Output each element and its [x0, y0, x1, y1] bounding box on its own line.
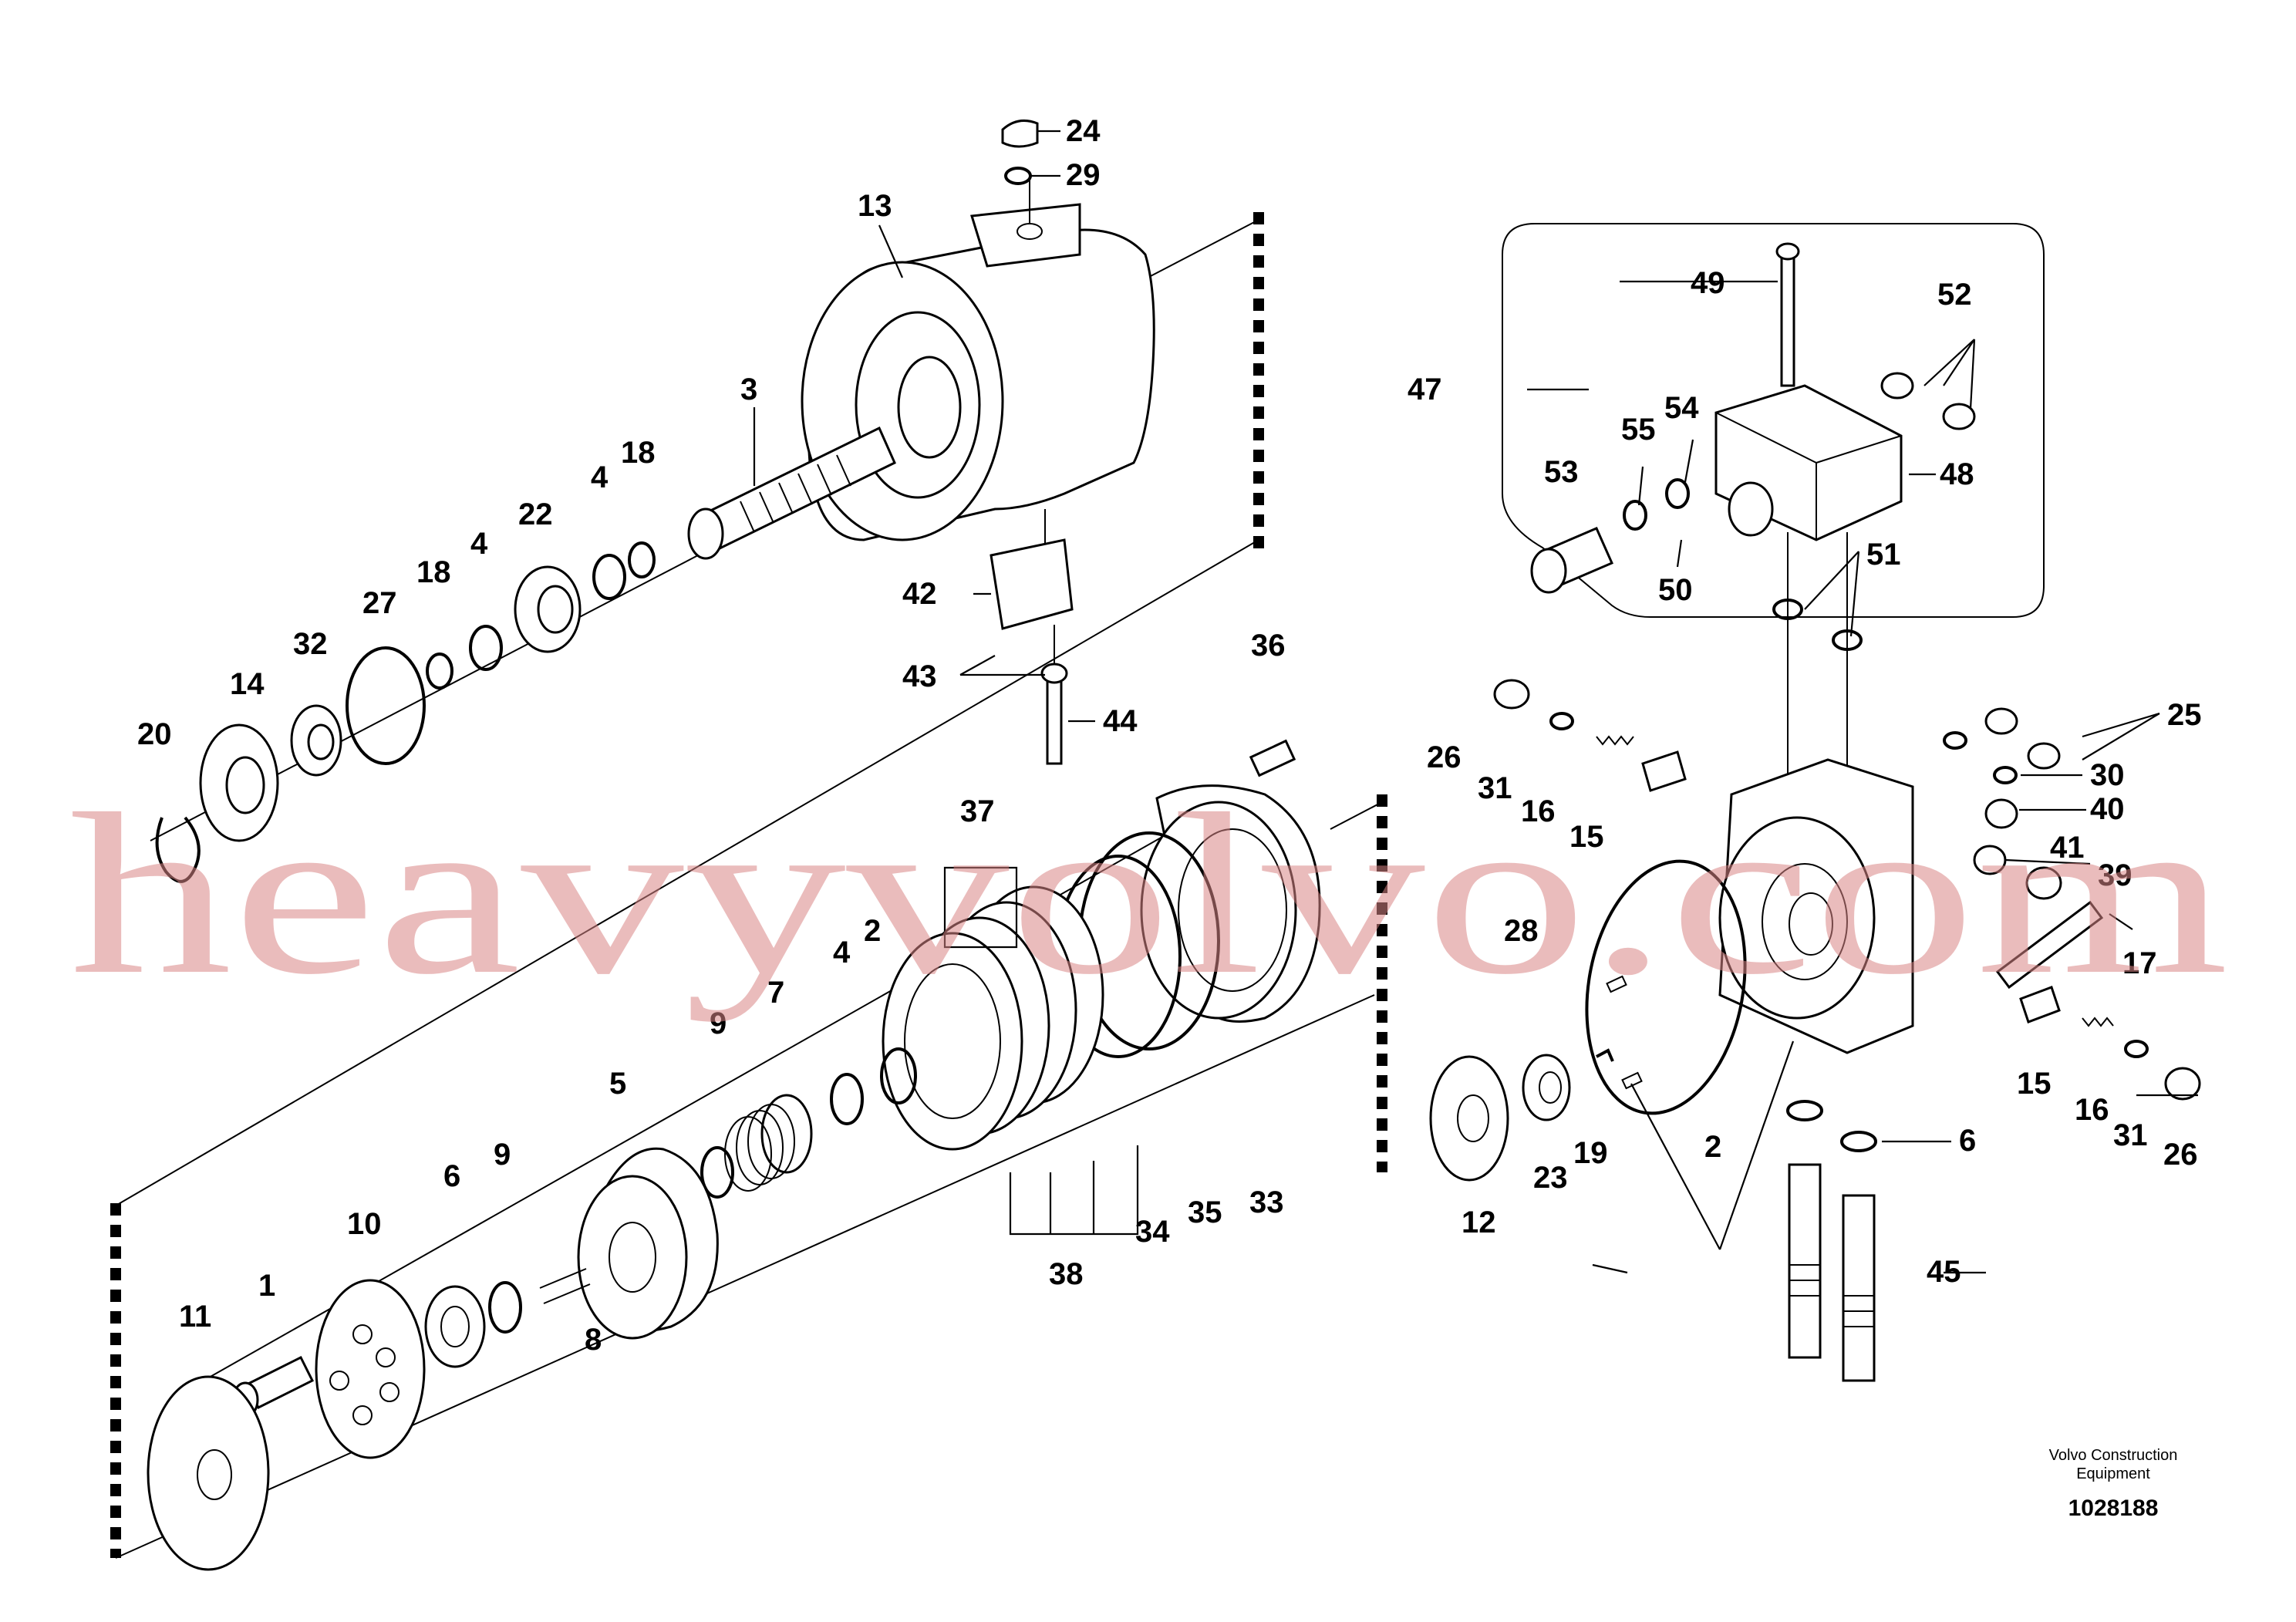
callout-11: 11 [179, 1300, 211, 1334]
document-number: 1028188 [2068, 1496, 2159, 1521]
callout-14: 14 [230, 667, 265, 701]
callout-49: 49 [1691, 266, 1725, 300]
callout-7: 7 [767, 976, 784, 1010]
callout-15b: 15 [2017, 1067, 2052, 1101]
callout-42: 42 [902, 577, 937, 611]
callout-13: 13 [858, 189, 892, 223]
callout-21: 2 [864, 914, 881, 948]
callout-32: 32 [293, 627, 328, 661]
callout-53: 53 [1544, 455, 1579, 489]
callout-41: 41 [2050, 831, 2085, 865]
callout-51: 51 [1866, 538, 1901, 572]
callout-16a: 16 [1521, 794, 1556, 828]
callout-39: 39 [2098, 858, 2132, 892]
callout-55: 55 [1621, 413, 1656, 447]
callout-35: 35 [1188, 1195, 1222, 1229]
callout-20: 20 [137, 717, 172, 751]
callout-3: 3 [740, 373, 757, 406]
credit-line-2: Equipment [2076, 1465, 2150, 1482]
callout-33: 33 [1249, 1185, 1284, 1219]
callout-18a: 18 [621, 436, 656, 470]
callout-6b: 6 [1959, 1124, 1976, 1158]
callout-36: 36 [1251, 629, 1286, 663]
callout-6a: 6 [443, 1159, 460, 1193]
callout-1: 1 [258, 1269, 275, 1303]
callout-43: 43 [902, 659, 937, 693]
callout-10: 10 [347, 1207, 382, 1241]
callout-8: 8 [585, 1323, 602, 1357]
rotating-group [147, 739, 1321, 1571]
callout-16b: 16 [2075, 1093, 2109, 1127]
callout-38: 38 [1049, 1257, 1084, 1291]
callout-45: 45 [1927, 1255, 1961, 1289]
callout-26b: 26 [2163, 1138, 2198, 1172]
callout-4b: 4 [470, 527, 488, 561]
callout-31a: 31 [1478, 771, 1512, 805]
leader-lines [753, 130, 2198, 1274]
callout-52: 52 [1937, 278, 1972, 312]
callout-15a: 15 [1569, 820, 1604, 854]
callout-48: 48 [1940, 457, 1974, 491]
callout-9a: 9 [710, 1007, 727, 1040]
callout-4a: 4 [591, 460, 609, 494]
callout-23: 23 [1533, 1161, 1568, 1195]
callout-44: 44 [1103, 704, 1138, 738]
callout-50: 50 [1658, 573, 1693, 607]
callout-25: 25 [2167, 698, 2202, 732]
motor-housing-assembly [150, 119, 1155, 883]
callout-9b: 9 [494, 1138, 511, 1172]
callout-5: 5 [609, 1067, 626, 1101]
callout-34: 34 [1135, 1215, 1170, 1249]
callout-19: 19 [1573, 1136, 1608, 1170]
callout-12: 12 [1462, 1206, 1496, 1239]
callout-labels: 24 29 13 3 18 4 22 4 18 27 32 14 20 42 4… [137, 114, 2202, 1357]
rear-cover-assembly [1429, 242, 2201, 1382]
callout-27: 27 [362, 586, 397, 620]
credit-line-1: Volvo Construction [2049, 1447, 2178, 1464]
callout-18b: 18 [416, 555, 451, 589]
watermark: heavyvolvo.com [69, 766, 2229, 1023]
callout-29: 29 [1066, 158, 1101, 192]
callout-37: 37 [960, 794, 995, 828]
callout-28: 28 [1504, 914, 1539, 948]
callout-2: 2 [1704, 1130, 1721, 1164]
callout-24: 24 [1066, 114, 1101, 148]
callout-4c: 4 [833, 936, 851, 969]
section-frames [110, 212, 2045, 1559]
callout-31b: 31 [2113, 1118, 2148, 1152]
callout-30: 30 [2090, 758, 2125, 792]
callout-47: 47 [1408, 373, 1442, 406]
callout-26a: 26 [1427, 740, 1462, 774]
callout-54: 54 [1664, 391, 1699, 425]
callout-22: 22 [518, 497, 553, 531]
callout-17: 17 [2122, 946, 2157, 980]
callout-40: 40 [2090, 792, 2125, 826]
